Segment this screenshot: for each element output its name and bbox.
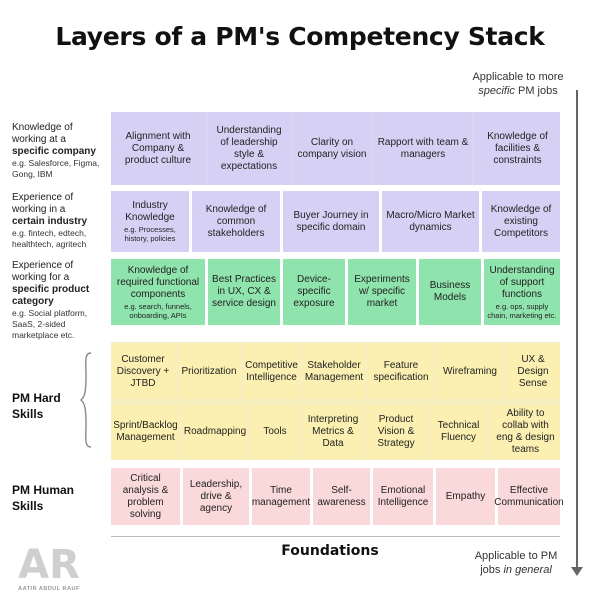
bottom-note-rest: jobs (480, 564, 504, 576)
cell-hard-skill: Tools (250, 405, 300, 459)
cell-industry: Knowledge of existing Competitors (482, 191, 560, 252)
row-label-company: Knowledge of working at a specific compa… (12, 122, 100, 179)
top-note-rest: PM jobs (514, 85, 558, 97)
row-label-human-skills: PM Human Skills (12, 483, 75, 513)
cell-human-skill: Empathy (436, 468, 495, 525)
cell-industry: Macro/Micro Market dynamics (382, 191, 479, 252)
cell-industry: Industry Knowledge e.g. Processes, histo… (111, 191, 189, 252)
bottom-note: Applicable to PM jobs in general (460, 549, 572, 577)
bottom-note-italic: in general (503, 564, 552, 576)
cell-human-skill: Time management (252, 468, 310, 525)
cell-hard-skill: Feature specification (368, 344, 434, 399)
cell-hard-skill: Customer Discovery + JTBD (111, 344, 175, 399)
cell-product: Business Models (419, 259, 481, 325)
top-note: Applicable to more specific PM jobs (462, 70, 574, 98)
row-label-industry: Experience of working in a certain indus… (12, 192, 88, 249)
bottom-note-line1: Applicable to PM (474, 550, 558, 562)
cell-company: Clarity on company vision (293, 112, 371, 185)
foundations-label: Foundations (281, 543, 379, 559)
cell-product: Experiments w/ specific market (348, 259, 416, 325)
cell-hard-skill: Roadmapping (183, 405, 247, 459)
top-note-italic: specific (478, 85, 515, 97)
cell-industry: Knowledge of common stakeholders (192, 191, 280, 252)
cell-hard-skill: Technical Fluency (429, 405, 488, 459)
cell-human-skill: Self-awareness (313, 468, 370, 525)
cell-company: Knowledge of facilities & constraints (475, 112, 560, 185)
cell-hard-skill: Ability to collab with eng & design team… (491, 405, 560, 459)
cell-hard-skill: Wireframing (437, 344, 503, 399)
cell-company: Rapport with team & managers (374, 112, 472, 185)
cell-hard-skill: Interpreting Metrics & Data (303, 405, 363, 459)
curly-brace-icon (80, 352, 92, 448)
cell-industry: Buyer Journey in specific domain (283, 191, 379, 252)
cell-hard-skill: Sprint/Backlog Management (111, 405, 180, 459)
page-title: Layers of a PM's Competency Stack (55, 22, 545, 51)
cell-product: Device-specific exposure (283, 259, 345, 325)
top-note-line1: Applicable to more (472, 71, 564, 83)
cell-human-skill: Critical analysis & problem solving (111, 468, 180, 525)
logo-icon: AR (18, 542, 80, 586)
cell-human-skill: Emotional Intelligence (373, 468, 433, 525)
cell-hard-skill: UX & Design Sense (506, 344, 560, 399)
cell-hard-skill: Stakeholder Management (303, 344, 365, 399)
specificity-axis (576, 90, 578, 570)
row-label-hard-skills: PM Hard Skills (12, 391, 61, 421)
foundation-divider (111, 536, 560, 537)
cell-hard-skill: Prioritization (178, 344, 240, 399)
axis-arrow-icon (571, 567, 583, 576)
svg-text:AR: AR (18, 542, 80, 586)
cell-hard-skill: Product Vision & Strategy (366, 405, 426, 459)
cell-company: Alignment with Company & product culture (111, 112, 205, 185)
cell-product: Best Practices in UX, CX & service desig… (208, 259, 280, 325)
cell-human-skill: Effective Communication (494, 468, 564, 525)
cell-product: Knowledge of required functional compone… (111, 259, 205, 325)
cell-company: Understanding of leadership style & expe… (208, 112, 290, 185)
logo-name: AATIR ABDUL RAUF (18, 586, 80, 592)
cell-hard-skill: Competitive Intelligence (243, 344, 300, 399)
row-label-product: Experience of working for a specific pro… (12, 260, 90, 340)
cell-product: Understanding of support functions e.g. … (484, 259, 560, 325)
cell-human-skill: Leadership, drive & agency (183, 468, 249, 525)
